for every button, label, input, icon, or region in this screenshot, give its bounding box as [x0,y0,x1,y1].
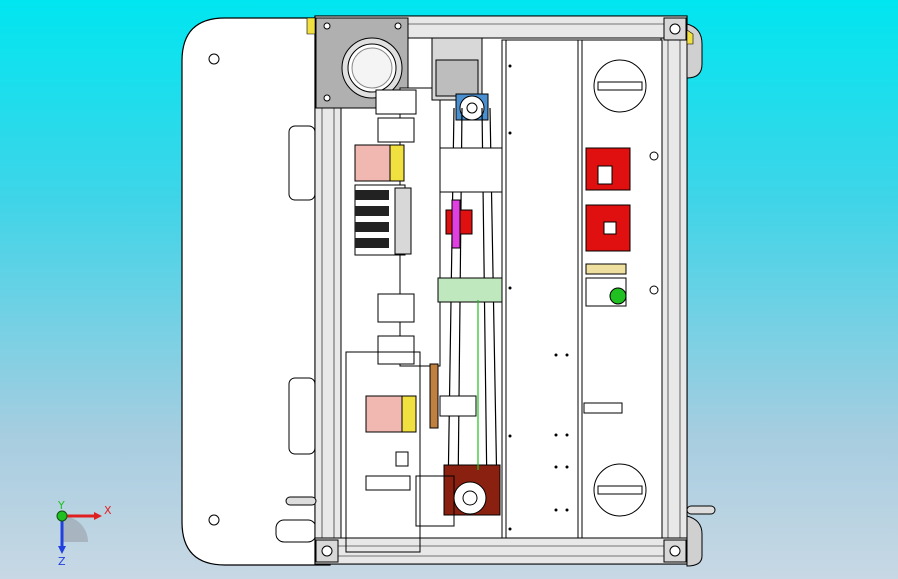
z-axis-arrowhead [58,546,66,554]
enclosure [181,17,331,566]
belt-drive [415,37,505,527]
x-axis-label: X [104,504,112,517]
x-axis-arrowhead [94,512,102,520]
coordinate-triad: X Y Z [56,499,112,568]
right-panel [501,39,663,539]
valve-bank [345,87,441,553]
z-axis-label: Z [58,555,66,568]
bearing-plate [315,17,409,109]
triad-plane [62,516,88,542]
y-axis-dot [56,510,68,522]
y-axis-label: Y [57,499,65,512]
